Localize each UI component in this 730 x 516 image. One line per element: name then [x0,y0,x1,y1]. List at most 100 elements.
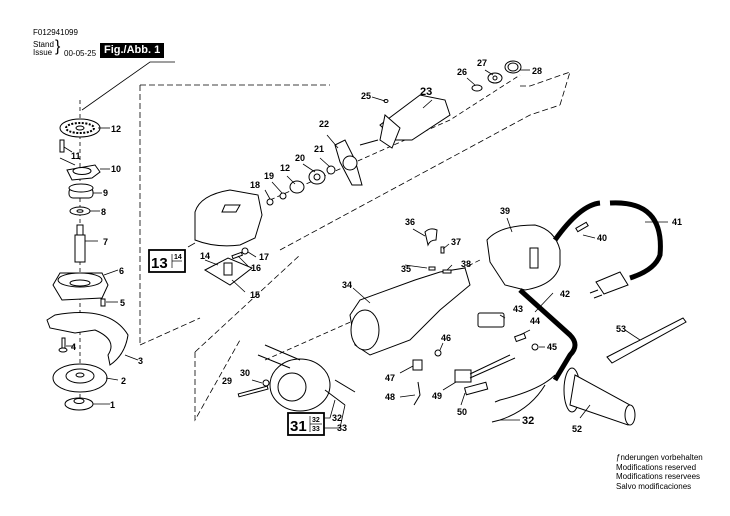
part-label-48: 48 [385,392,395,402]
part-22-brush-plate [334,139,363,186]
part-13-head-cover [194,189,263,247]
part-20-bearing [308,169,326,185]
part-37-screw [440,246,445,254]
part-49-switch-module [454,369,472,383]
part-label-50: 50 [457,407,467,417]
part-15-gasket-plate [203,257,253,286]
part-18-ring [266,198,274,206]
part-label-33: 33 [337,423,347,433]
part-26-washer [471,84,483,92]
part-label-44: 44 [530,316,540,326]
part-23-armature [359,94,451,149]
part-label-1: 1 [110,400,115,410]
part-label-27: 27 [477,58,487,68]
part-label-22: 22 [319,119,329,129]
part-8-washer [69,206,91,216]
part-label-53: 53 [616,324,626,334]
part-1-flange-nut [64,397,94,411]
part-30-washer [262,379,270,387]
assembly-31-sub-top: 32 [312,417,320,424]
part-50-contact [463,381,489,396]
part-label-18: 18 [250,180,260,190]
part-label-35: 35 [401,264,411,274]
part-5-screw [100,298,106,307]
part-label-14: 14 [200,251,210,261]
part-43-switch [477,312,505,328]
part-45-nut [531,343,539,351]
part-label-2: 2 [121,376,126,386]
part-label-40: 40 [597,233,607,243]
brace-symbol: } [55,38,61,55]
part-12-pinion [289,180,305,194]
part-label-3: 3 [138,356,143,366]
part-46-spring [434,349,442,357]
part-7-spindle [74,224,86,263]
part-42-cable-sleeve [518,288,578,382]
document-number: F012941099 [33,28,78,37]
part-label-46: 46 [441,333,451,343]
part-11-screw [59,139,65,153]
part-27-bearing [487,72,503,84]
part-29-long-screw [237,385,269,398]
assembly-box-31: 31 32 33 [287,412,325,436]
part-2-disc [52,363,108,393]
part-label-37: 37 [451,237,461,247]
part-9-bearing [68,183,94,199]
part-label-41: 41 [672,217,682,227]
part-36-brush-holder [424,228,438,247]
part-label-4: 4 [71,342,76,352]
boundary-lower [194,254,301,422]
part-label-39: 39 [500,206,510,216]
part-label-36: 36 [405,217,415,227]
part-label-6: 6 [119,266,124,276]
issue-label: Issue [33,48,53,57]
part-label-20: 20 [295,153,305,163]
part-label-16: 16 [251,263,261,273]
part-label-10: 10 [111,164,121,174]
boundary-gear-head [139,84,330,346]
part-34-motor-housing [349,267,471,356]
part-label-42: 42 [560,289,570,299]
part-52-auxiliary-handle [563,367,636,426]
note-de: ƒnderungen vorbehalten [616,453,703,462]
part-label-49: 49 [432,391,442,401]
part-38-clip [442,269,452,274]
part-47-terminal [412,359,423,371]
modification-notes: ƒnderungen vorbehalten Modifications res… [616,453,703,491]
part-label-5: 5 [120,298,125,308]
assembly-31-sub-bottom: 33 [312,426,320,433]
part-41-power-cord [552,200,663,281]
stator-screws [257,344,356,406]
part-label-32-stator: 32 [332,413,342,423]
figure-label: Fig./Abb. 1 [100,43,165,58]
part-19-nut [279,192,287,200]
part-41-plug [589,271,629,299]
part-16-screw [231,251,244,260]
part-4-bolt [58,337,68,353]
part-label-32-lead: 32 [522,415,534,427]
part-label-25: 25 [361,91,371,101]
part-6-gear-housing [52,272,109,301]
assembly-13-main: 13 [151,255,168,272]
part-10-flange [66,164,101,181]
part-label-43: 43 [513,304,523,314]
part-21-washer [326,165,336,175]
issue-date: 00-05-25 [64,49,97,58]
part-label-15: 15 [250,290,260,300]
pointer-12-top [81,61,175,111]
part-label-17: 17 [259,252,269,262]
part-label-29: 29 [222,376,232,386]
note-fr: Modifications reservees [616,472,701,481]
part-label-9: 9 [103,188,108,198]
part-40-screw [575,221,589,233]
part-label-30: 30 [240,368,250,378]
stand-label: Stand [33,40,54,49]
part-label-19: 19 [264,171,274,181]
part-label-23: 23 [420,86,432,98]
part-label-11: 11 [71,151,81,161]
stand-issue-labels: Stand Issue [33,41,54,57]
part-label-7: 7 [103,237,108,247]
part-44-connector [513,332,527,343]
part-label-21: 21 [314,144,324,154]
